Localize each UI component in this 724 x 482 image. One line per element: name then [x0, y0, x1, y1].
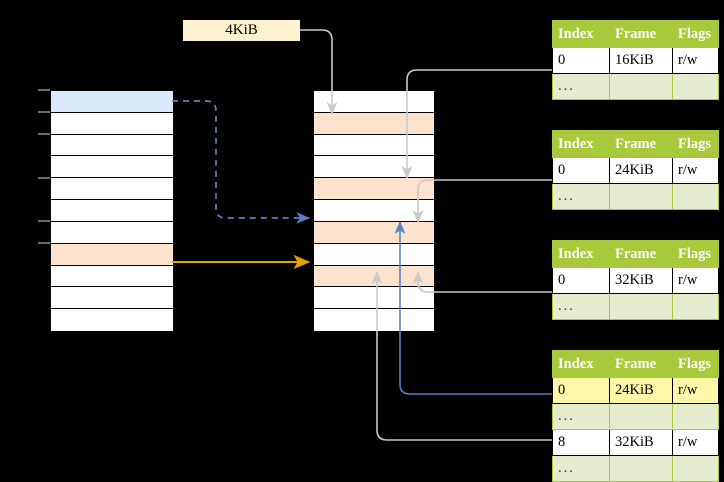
- cell-flags: r/w: [672, 267, 719, 294]
- connector-virtual-page-to-frame: [172, 100, 311, 224]
- cell-index: ...: [552, 455, 610, 482]
- connector-table3-frame-pointer: [412, 271, 552, 293]
- cell-flags: [672, 73, 719, 100]
- cell-frame: 32KiB: [609, 429, 673, 456]
- connector-table2-frame-pointer: [412, 179, 552, 223]
- column-header-flags: Flags: [672, 20, 719, 48]
- table-ellipsis-row: ...: [552, 73, 719, 100]
- virtual-page-row-3: [51, 134, 173, 157]
- cell-frame: [609, 183, 673, 210]
- cell-index: 0: [552, 377, 610, 404]
- virtual-page-row-9: [51, 265, 173, 288]
- cell-frame: [609, 293, 673, 320]
- cell-flags: [672, 293, 719, 320]
- column-header-frame: Frame: [609, 240, 673, 268]
- column-header-flags: Flags: [672, 350, 719, 378]
- virtual-page-row-10: [51, 287, 173, 310]
- virtual-page-row-5: [51, 178, 173, 201]
- physical-frame-row-10: [314, 287, 434, 310]
- virtual-page-row-1: [51, 91, 173, 113]
- table-ellipsis-row: ...: [552, 183, 719, 210]
- cell-flags: [672, 403, 719, 430]
- column-header-index: Index: [552, 130, 610, 158]
- cell-index: ...: [552, 403, 610, 430]
- cell-index: 0: [552, 267, 610, 294]
- cell-index: 8: [552, 429, 610, 456]
- virtual-page-row-4: [51, 156, 173, 179]
- cell-index: ...: [552, 73, 610, 100]
- cell-frame: 32KiB: [609, 267, 673, 294]
- cell-flags: r/w: [672, 47, 719, 74]
- column-header-frame: Frame: [609, 130, 673, 158]
- virtual-page-row-2: [51, 112, 173, 135]
- page-size-label: 4KiB: [183, 20, 300, 41]
- cell-index: ...: [552, 183, 610, 210]
- column-header-frame: Frame: [609, 20, 673, 48]
- cell-index: 0: [552, 47, 610, 74]
- physical-frame-row-5: [314, 178, 434, 201]
- cell-frame: 16KiB: [609, 47, 673, 74]
- table-ellipsis-row: ...: [552, 293, 719, 320]
- virtual-page-row-11: [51, 309, 173, 331]
- cell-frame: [609, 73, 673, 100]
- physical-frame-row-11: [314, 309, 434, 331]
- table-ellipsis-row: ...: [552, 455, 719, 482]
- cell-flags: [672, 183, 719, 210]
- physical-frame-row-8: [314, 243, 434, 266]
- column-header-index: Index: [552, 240, 610, 268]
- physical-frame-row-2: [314, 112, 434, 135]
- physical-frame-row-9: [314, 265, 434, 288]
- cell-frame: [609, 403, 673, 430]
- column-header-frame: Frame: [609, 350, 673, 378]
- physical-frame-row-4: [314, 156, 434, 179]
- column-header-flags: Flags: [672, 240, 719, 268]
- cell-index: ...: [552, 293, 610, 320]
- physical-frame-row-1: [314, 91, 434, 113]
- cell-frame: [609, 455, 673, 482]
- physical-memory-column: [313, 90, 435, 332]
- left-column-tick-marks: [38, 89, 50, 244]
- virtual-address-space-column: [50, 90, 174, 332]
- cell-flags: r/w: [672, 429, 719, 456]
- cell-flags: [672, 455, 719, 482]
- physical-frame-row-6: [314, 200, 434, 222]
- cell-index: 0: [552, 157, 610, 184]
- column-header-flags: Flags: [672, 130, 719, 158]
- cell-frame: 24KiB: [609, 377, 673, 404]
- virtual-page-row-8: [51, 243, 173, 266]
- cell-flags: r/w: [672, 377, 719, 404]
- column-header-index: Index: [552, 350, 610, 378]
- physical-frame-row-7: [314, 221, 434, 244]
- cell-frame: 24KiB: [609, 157, 673, 184]
- virtual-page-row-6: [51, 200, 173, 222]
- virtual-page-row-7: [51, 221, 173, 244]
- table-ellipsis-row: ...: [552, 403, 719, 430]
- physical-frame-row-3: [314, 134, 434, 157]
- column-header-index: Index: [552, 20, 610, 48]
- cell-flags: r/w: [672, 157, 719, 184]
